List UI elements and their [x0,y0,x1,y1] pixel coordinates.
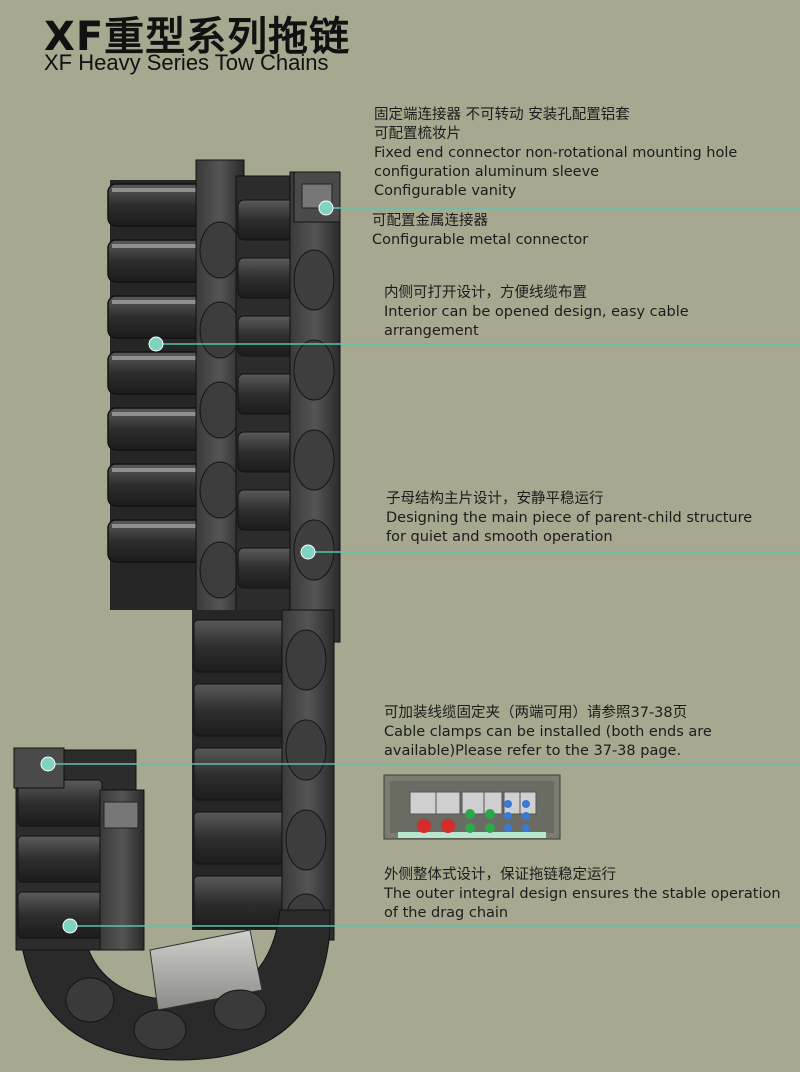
callout-fixed-end-connector: 固定端连接器 不可转动 安装孔配置铝套 可配置梳妆片 Fixed end con… [374,107,738,199]
page-title-cn: XF重型系列拖链 [44,14,351,60]
left-lower-chain [13,747,145,951]
upper-chain-side-plates [195,159,341,647]
callout-cable-clamps: 可加装线缆固定夹（两端可用）请参照37-38页 Cable clamps can… [384,705,712,759]
callout-parent-child-structure: 子母结构主片设计，安静平稳运行 Designing the main piece… [386,491,753,545]
cable-clamp-inset [383,774,561,840]
callout-metal-connector: 可配置金属连接器 Configurable metal connector [372,213,589,248]
leader-dots [40,200,334,934]
chain-bend [17,899,331,1061]
upper-chain-outer-stack [107,180,205,610]
lower-chain-body [192,609,335,947]
leader-lines [48,207,800,927]
callout-outer-integral-design: 外侧整体式设计，保证拖链稳定运行 The outer integral desi… [384,867,781,921]
callout-interior-open: 内侧可打开设计，方便线缆布置 Interior can be opened de… [384,285,689,339]
page-title-en: XF Heavy Series Tow Chains [44,50,329,75]
